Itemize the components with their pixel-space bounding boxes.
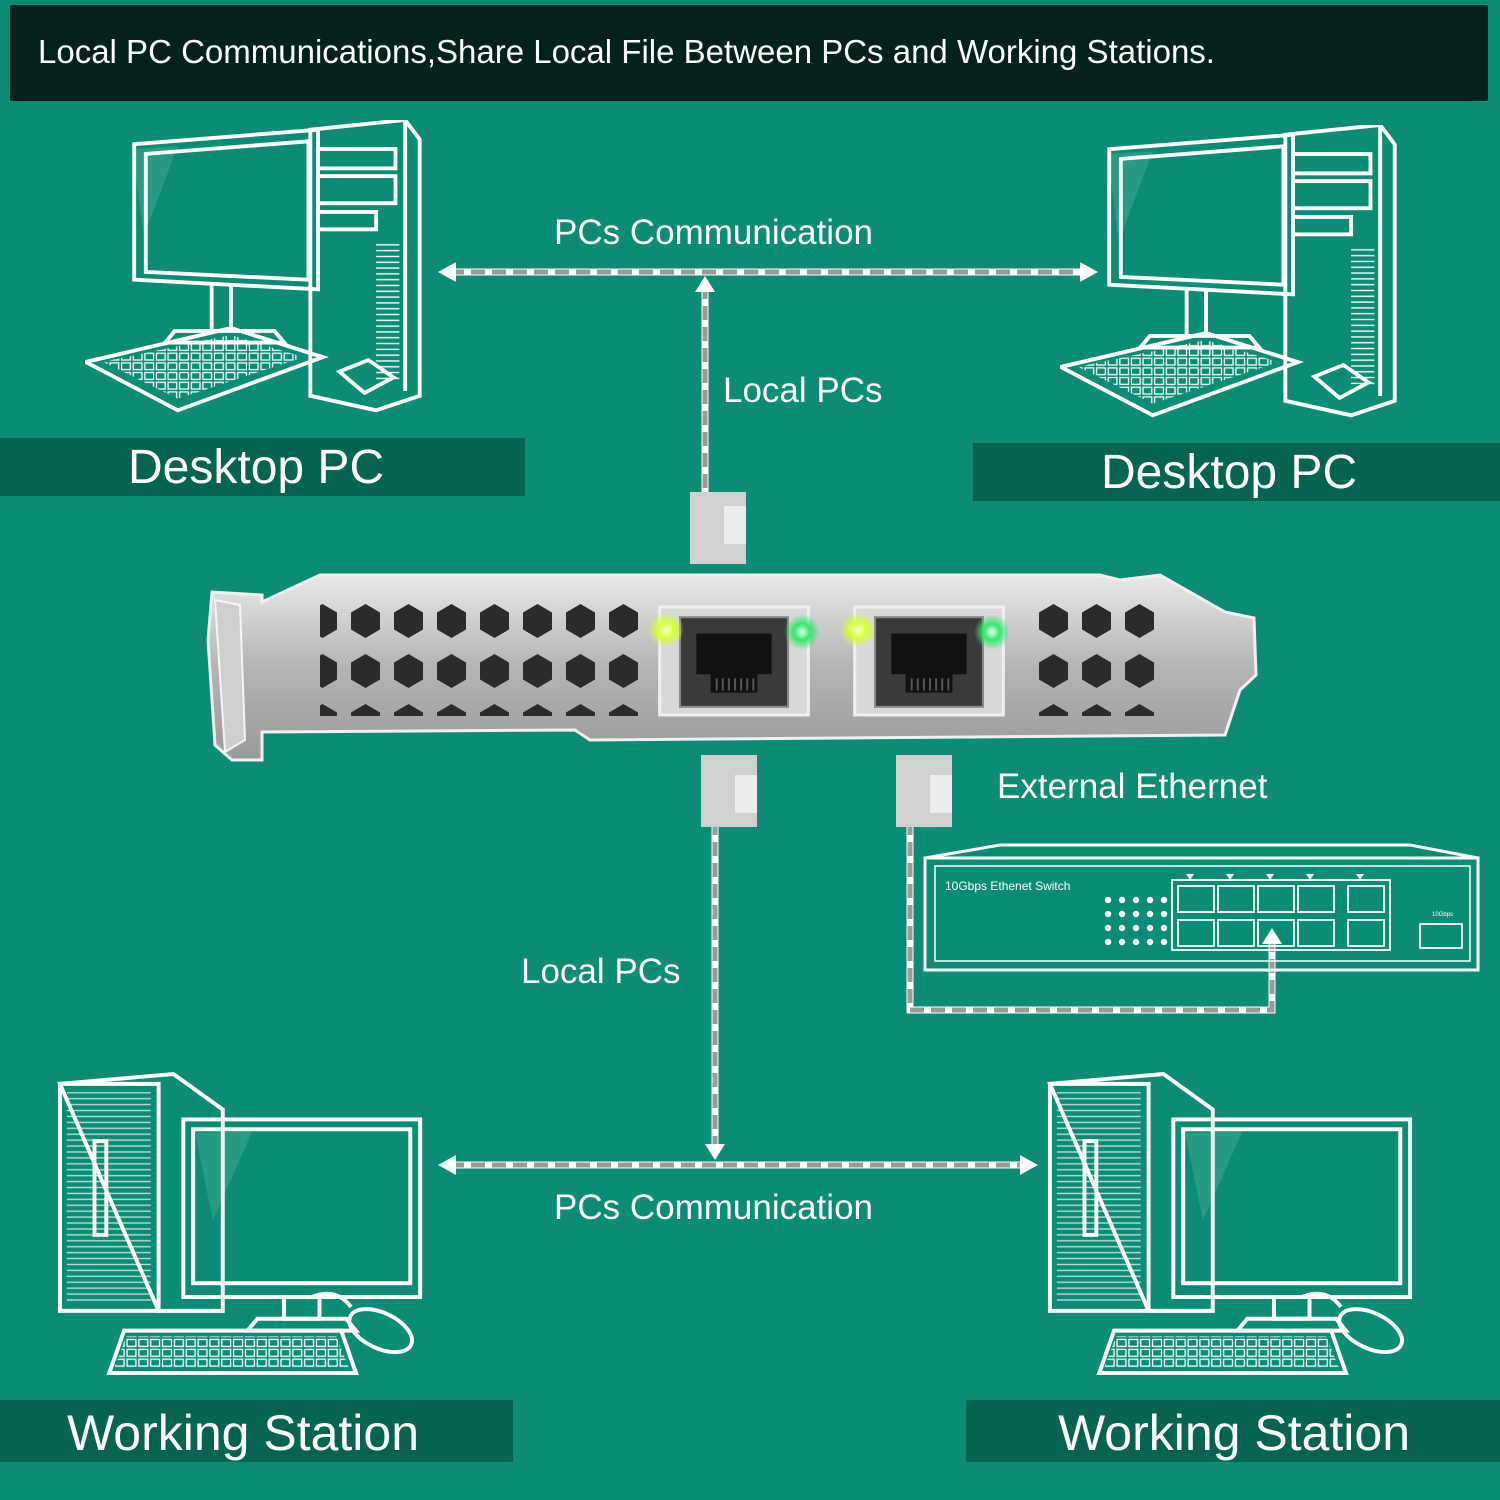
rj45-plug-bottom-right-icon xyxy=(896,755,952,827)
pcs-communication-top-label: PCs Communication xyxy=(554,213,873,252)
switch-label: 10Gbps Ethenet Switch xyxy=(945,879,1070,893)
sfp-label: 10Gbps xyxy=(1432,912,1453,918)
desktop-pc-right-icon xyxy=(1060,125,1397,418)
desktop-pc-left-icon xyxy=(85,120,422,413)
rj45-plug-top-icon xyxy=(690,492,746,564)
rj45-plug-bottom-left-icon xyxy=(701,755,757,827)
working-station-right-caption: Working Station xyxy=(966,1400,1500,1462)
desktop-pc-right-caption: Desktop PC xyxy=(973,443,1500,501)
external-ethernet-label: External Ethernet xyxy=(997,767,1268,806)
desktop-pc-left-caption: Desktop PC xyxy=(0,438,525,496)
working-station-right-text: Working Station xyxy=(1058,1405,1411,1461)
working-station-left-text: Working Station xyxy=(67,1405,420,1461)
connection-lines xyxy=(438,262,1282,1175)
working-station-left-caption: Working Station xyxy=(0,1400,513,1462)
pcs-communication-bottom-label: PCs Communication xyxy=(554,1188,873,1227)
header-text: Local PC Communications,Share Local File… xyxy=(38,33,1215,70)
network-card-icon xyxy=(206,573,1258,762)
activity-led-icon xyxy=(784,614,1010,650)
workstation-right-icon xyxy=(1047,1072,1413,1376)
desktop-pc-left-text: Desktop PC xyxy=(128,441,385,494)
link-led-icon xyxy=(648,612,876,648)
ethernet-switch-icon: 10Gbps Ethenet Switch 10Gbps xyxy=(923,843,1480,972)
local-pcs-top-label: Local PCs xyxy=(723,371,883,410)
local-pcs-bottom-label: Local PCs xyxy=(521,952,681,991)
desktop-pc-right-text: Desktop PC xyxy=(1101,446,1358,499)
workstation-left-icon xyxy=(57,1072,423,1376)
header-banner: Local PC Communications,Share Local File… xyxy=(10,5,1488,101)
